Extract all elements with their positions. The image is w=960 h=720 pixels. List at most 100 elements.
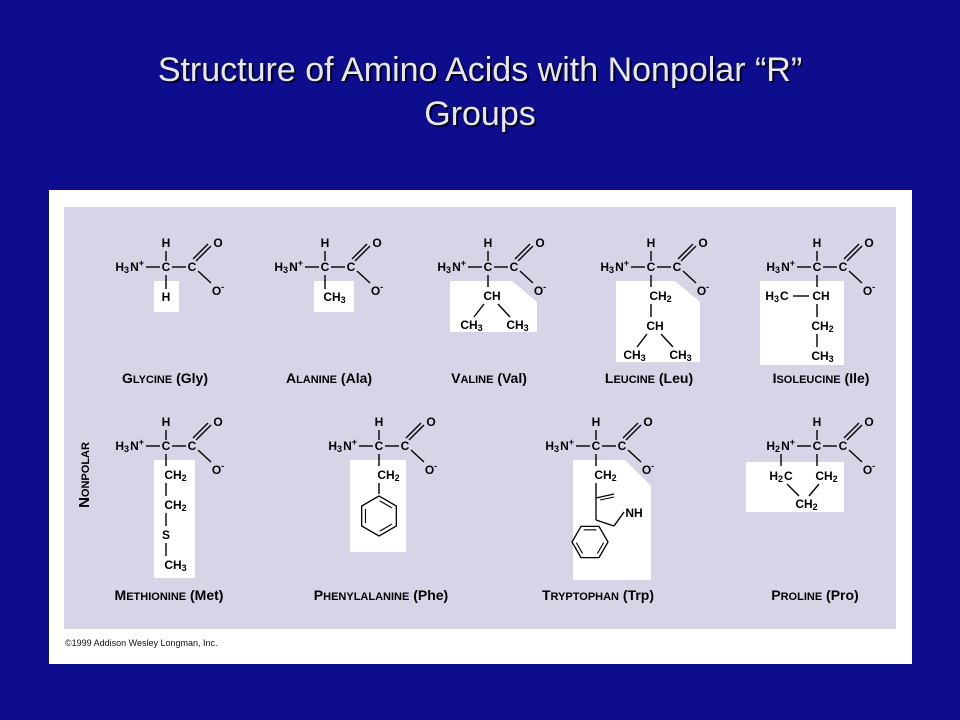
methionine-bond-co-single [197,449,212,463]
methionine-r-ch2b: CH2 [164,498,187,513]
tryptophan-alpha-carbon: C [592,439,601,453]
indole-benzene-ring [571,525,609,559]
methionine-carboxyl-carbon: C [188,439,197,453]
methionine-r-ch2a: CH2 [164,468,187,483]
valine-amino-group: H3 N+ [437,258,466,275]
methionine-h-top: H [162,415,171,429]
valine-r-highlight [450,281,537,332]
tryptophan-name-label: TRYPTOPHAN (Trp) [542,587,654,603]
indole-five-ring [595,493,615,520]
valine-carbonyl-o: O [535,236,544,250]
leucine-bond-co-single [682,270,697,284]
leucine-r-ch2: CH2 [649,289,672,304]
valine-bond-ch3a [473,303,485,318]
valine-bond-ch3b [497,303,511,318]
leucine-name-label: LEUCINE (Leu) [605,370,693,386]
proline-bond-co-double-a [846,424,863,441]
alanine-amino-group: H3 N+ [274,258,303,275]
proline-carboxyl-carbon: C [839,439,848,453]
leucine-alpha-carbon: C [647,260,656,274]
valine-r-ch: CH [483,289,500,303]
indole-bond-nh [613,511,625,527]
glycine-carboxyl-carbon: C [188,260,197,274]
phenylalanine-bond-co-double-b [405,422,422,439]
methionine-carbonyl-o: O [213,415,222,429]
isoleucine-r-highlight [760,281,844,365]
tryptophan-bond-co-double-a [625,424,642,441]
alanine-carboxylate-o: O- [371,282,383,298]
valine-alpha-carbon: C [484,260,493,274]
proline-bond-ring-1 [786,483,800,497]
tryptophan-r-nh: NH [625,506,642,520]
figure-card: H H3 N+ C C O O- H GLYCINE (Gly) H H3 N+ C C O O- C H3 … [49,190,912,664]
proline-h-top: H [813,415,822,429]
glycine-alpha-carbon: C [162,260,171,274]
proline-bond-co-double-b [843,422,860,439]
valine-bond-co-double-b [514,243,531,260]
slide-title-line-2: Groups [424,95,536,133]
tryptophan-r-highlight [573,460,651,580]
leucine-bond-ch3a [636,333,648,348]
leucine-carbonyl-o: O [698,236,707,250]
proline-amino-group: H2 N+ [766,437,795,454]
methionine-r-s: S [162,528,170,542]
alanine-bond-co-single [356,270,371,284]
alanine-bond-co-double-a [354,245,371,262]
leucine-carboxyl-carbon: C [673,260,682,274]
alanine-carbonyl-o: O [372,236,381,250]
figure-panel [64,207,896,629]
proline-name-label: PROLINE (Pro) [771,587,858,603]
glycine-h-top: H [162,236,171,250]
methionine-r-highlight [154,460,195,578]
nonpolar-side-label: NONPOLAR [76,442,93,508]
glycine-bond-co-double-a [195,245,212,262]
isoleucine-amino-group: H3 N+ [766,258,795,275]
tryptophan-bond-co-single [627,449,642,463]
glycine-bond-co-double-b [192,243,209,260]
phenylalanine-carbonyl-o: O [426,415,435,429]
proline-r-ch2a: CH2 [815,469,838,484]
proline-alpha-carbon: C [813,439,822,453]
isoleucine-bond-co-double-a [846,245,863,262]
proline-bond-co-single [848,449,863,463]
proline-bond-ring-2 [808,483,820,497]
alanine-r-highlight [314,281,354,312]
leucine-h-top: H [647,236,656,250]
leucine-r-ch: CH [646,319,663,333]
leucine-r-highlight [616,281,700,362]
leucine-bond-co-double-b [677,243,694,260]
proline-r-ch2b: CH2 [795,497,818,512]
glycine-name-label: GLYCINE (Gly) [122,370,208,386]
tryptophan-h-top: H [592,415,601,429]
tryptophan-r-ch2: CH2 [594,468,617,483]
glycine-carboxylate-o: O- [212,282,224,298]
tryptophan-amino-group: H3 N+ [545,437,574,454]
proline-carboxylate-o: O- [863,461,875,477]
isoleucine-carboxyl-carbon: C [839,260,848,274]
leucine-bond-co-double-a [680,245,697,262]
alanine-alpha-carbon: C [321,260,330,274]
methionine-amino-group: H3 N+ [115,437,144,454]
alanine-carboxyl-carbon: C [347,260,356,274]
glycine-bond-co-single [197,270,212,284]
valine-carboxylate-o: O- [534,282,546,298]
leucine-bond-ch3b [660,333,674,348]
alanine-r-ch3: CH3 [323,290,346,305]
isoleucine-carboxylate-o: O- [863,282,875,298]
ring-double-bond [379,500,393,509]
glycine-r-highlight [154,281,179,312]
methionine-bond-co-double-a [195,424,212,441]
slide-title-line-1: Structure of Amino Acids with Nonpolar “… [157,51,803,89]
leucine-r-ch3a: CH3 [623,348,646,363]
valine-r-ch3b: CH3 [506,318,529,333]
methionine-r-ch3: CH3 [164,558,187,573]
glycine-carbonyl-o: O [213,236,222,250]
phenylalanine-h-top: H [375,415,384,429]
phenylalanine-alpha-carbon: C [375,439,384,453]
phenylalanine-bond-co-single [410,449,425,463]
alanine-h-top: H [321,236,330,250]
ring-double-bond [379,523,393,532]
isoleucine-carbonyl-o: O [864,236,873,250]
alanine-bond-co-double-b [351,243,368,260]
amino-acid-figure: H H3 N+ C C O O- H GLYCINE (Gly) H H3 N+ C C O O- C H3 … [64,207,896,629]
